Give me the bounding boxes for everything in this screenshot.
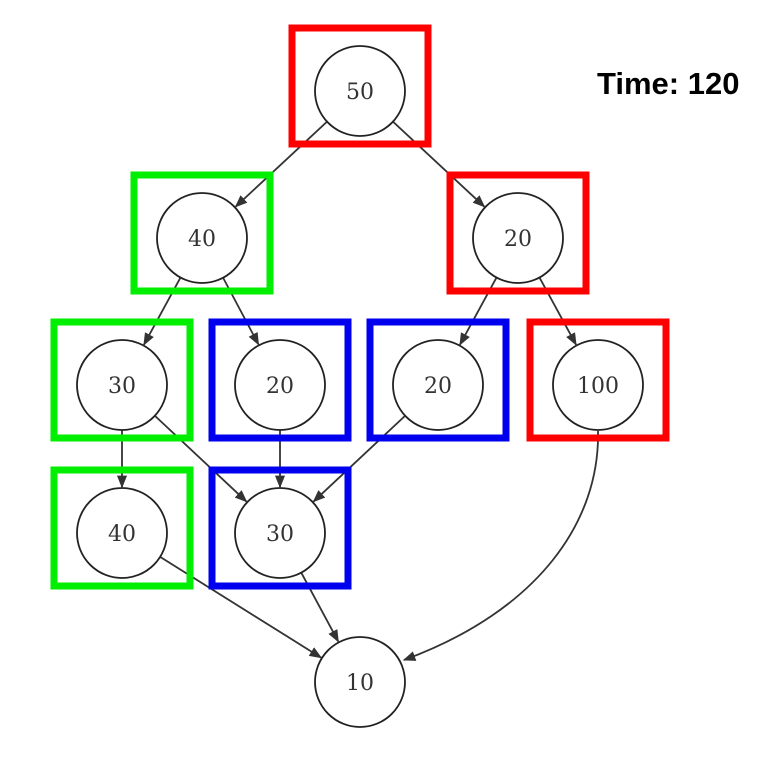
graph-node: 50 (314, 45, 406, 137)
graph-node: 20 (234, 339, 326, 431)
node-circle (234, 339, 326, 431)
node-circle (472, 192, 564, 284)
node-value: 20 (504, 227, 532, 252)
node-value: 20 (424, 374, 452, 399)
graph-node: 20 (472, 192, 564, 284)
graph-node: 10 (314, 636, 406, 728)
node-circle (314, 45, 406, 137)
edge-a-c (392, 120, 486, 208)
nodes-layer: 50 40 20 30 20 20 100 40 30 10 (76, 45, 644, 728)
edge-g-j (402, 430, 599, 661)
graph-node: 100 (552, 339, 644, 431)
edge-d-i (154, 415, 248, 503)
node-circle (76, 487, 168, 579)
highlight-box-blue (366, 318, 510, 442)
highlight-box-green (50, 466, 194, 590)
edge-a-b (234, 120, 328, 208)
highlight-box-red (446, 171, 590, 295)
highlight-box-red (526, 318, 670, 442)
highlight-boxes-layer (50, 24, 670, 590)
node-value: 40 (108, 522, 136, 547)
node-circle (156, 192, 248, 284)
node-circle (234, 487, 326, 579)
node-value: 20 (266, 374, 294, 399)
highlight-box-blue (208, 318, 352, 442)
node-value: 10 (346, 671, 374, 696)
graph-node: 20 (392, 339, 484, 431)
node-value: 100 (577, 374, 619, 399)
time-value: 120 (687, 66, 740, 101)
graph-node: 40 (76, 487, 168, 579)
node-value: 40 (188, 227, 216, 252)
node-circle (552, 339, 644, 431)
highlight-box-red (288, 24, 432, 148)
edge-f-i (312, 415, 406, 503)
graph-node: 30 (234, 487, 326, 579)
highlight-box-green (50, 318, 194, 442)
highlight-box-green (130, 171, 274, 295)
node-circle (314, 636, 406, 728)
node-value: 30 (266, 522, 294, 547)
time-readout: Time: 120 (597, 66, 739, 102)
time-label: Time: (597, 66, 680, 101)
node-circle (76, 339, 168, 431)
node-circle (392, 339, 484, 431)
graph-node: 40 (156, 192, 248, 284)
graph-node: 30 (76, 339, 168, 431)
node-value: 50 (346, 80, 374, 105)
highlight-box-blue (208, 466, 352, 590)
node-value: 30 (108, 374, 136, 399)
